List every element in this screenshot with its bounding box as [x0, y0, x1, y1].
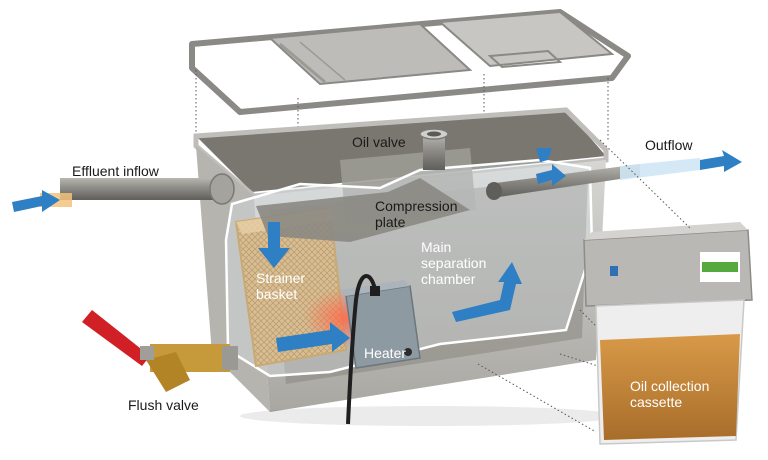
label-oil-collection-cassette: Oil collection cassette — [630, 378, 710, 410]
label-compression-plate: Compression plate — [375, 198, 458, 230]
inflow-pipe — [40, 173, 235, 207]
outflow-pipe — [486, 158, 700, 200]
lid — [189, 9, 631, 140]
label-outflow: Outflow — [645, 137, 693, 153]
label-oil-valve: Oil valve — [352, 134, 406, 150]
lid-connector-lines — [195, 70, 609, 140]
label-strainer-basket: Strainer basket — [256, 270, 306, 302]
compression-plate — [256, 178, 470, 242]
label-main-separation-chamber: Main separation chamber — [421, 239, 487, 287]
oil-valve-pipe — [419, 128, 449, 170]
oil-collection-cassette — [477, 139, 753, 445]
label-flush-valve: Flush valve — [128, 397, 199, 413]
flush-valve — [82, 310, 238, 392]
flow-arrow-icon — [12, 148, 742, 352]
label-heater: Heater — [364, 345, 407, 361]
label-effluent-inflow: Effluent inflow — [72, 163, 159, 179]
lever-handle-icon — [82, 310, 154, 366]
tank-body — [193, 107, 620, 426]
